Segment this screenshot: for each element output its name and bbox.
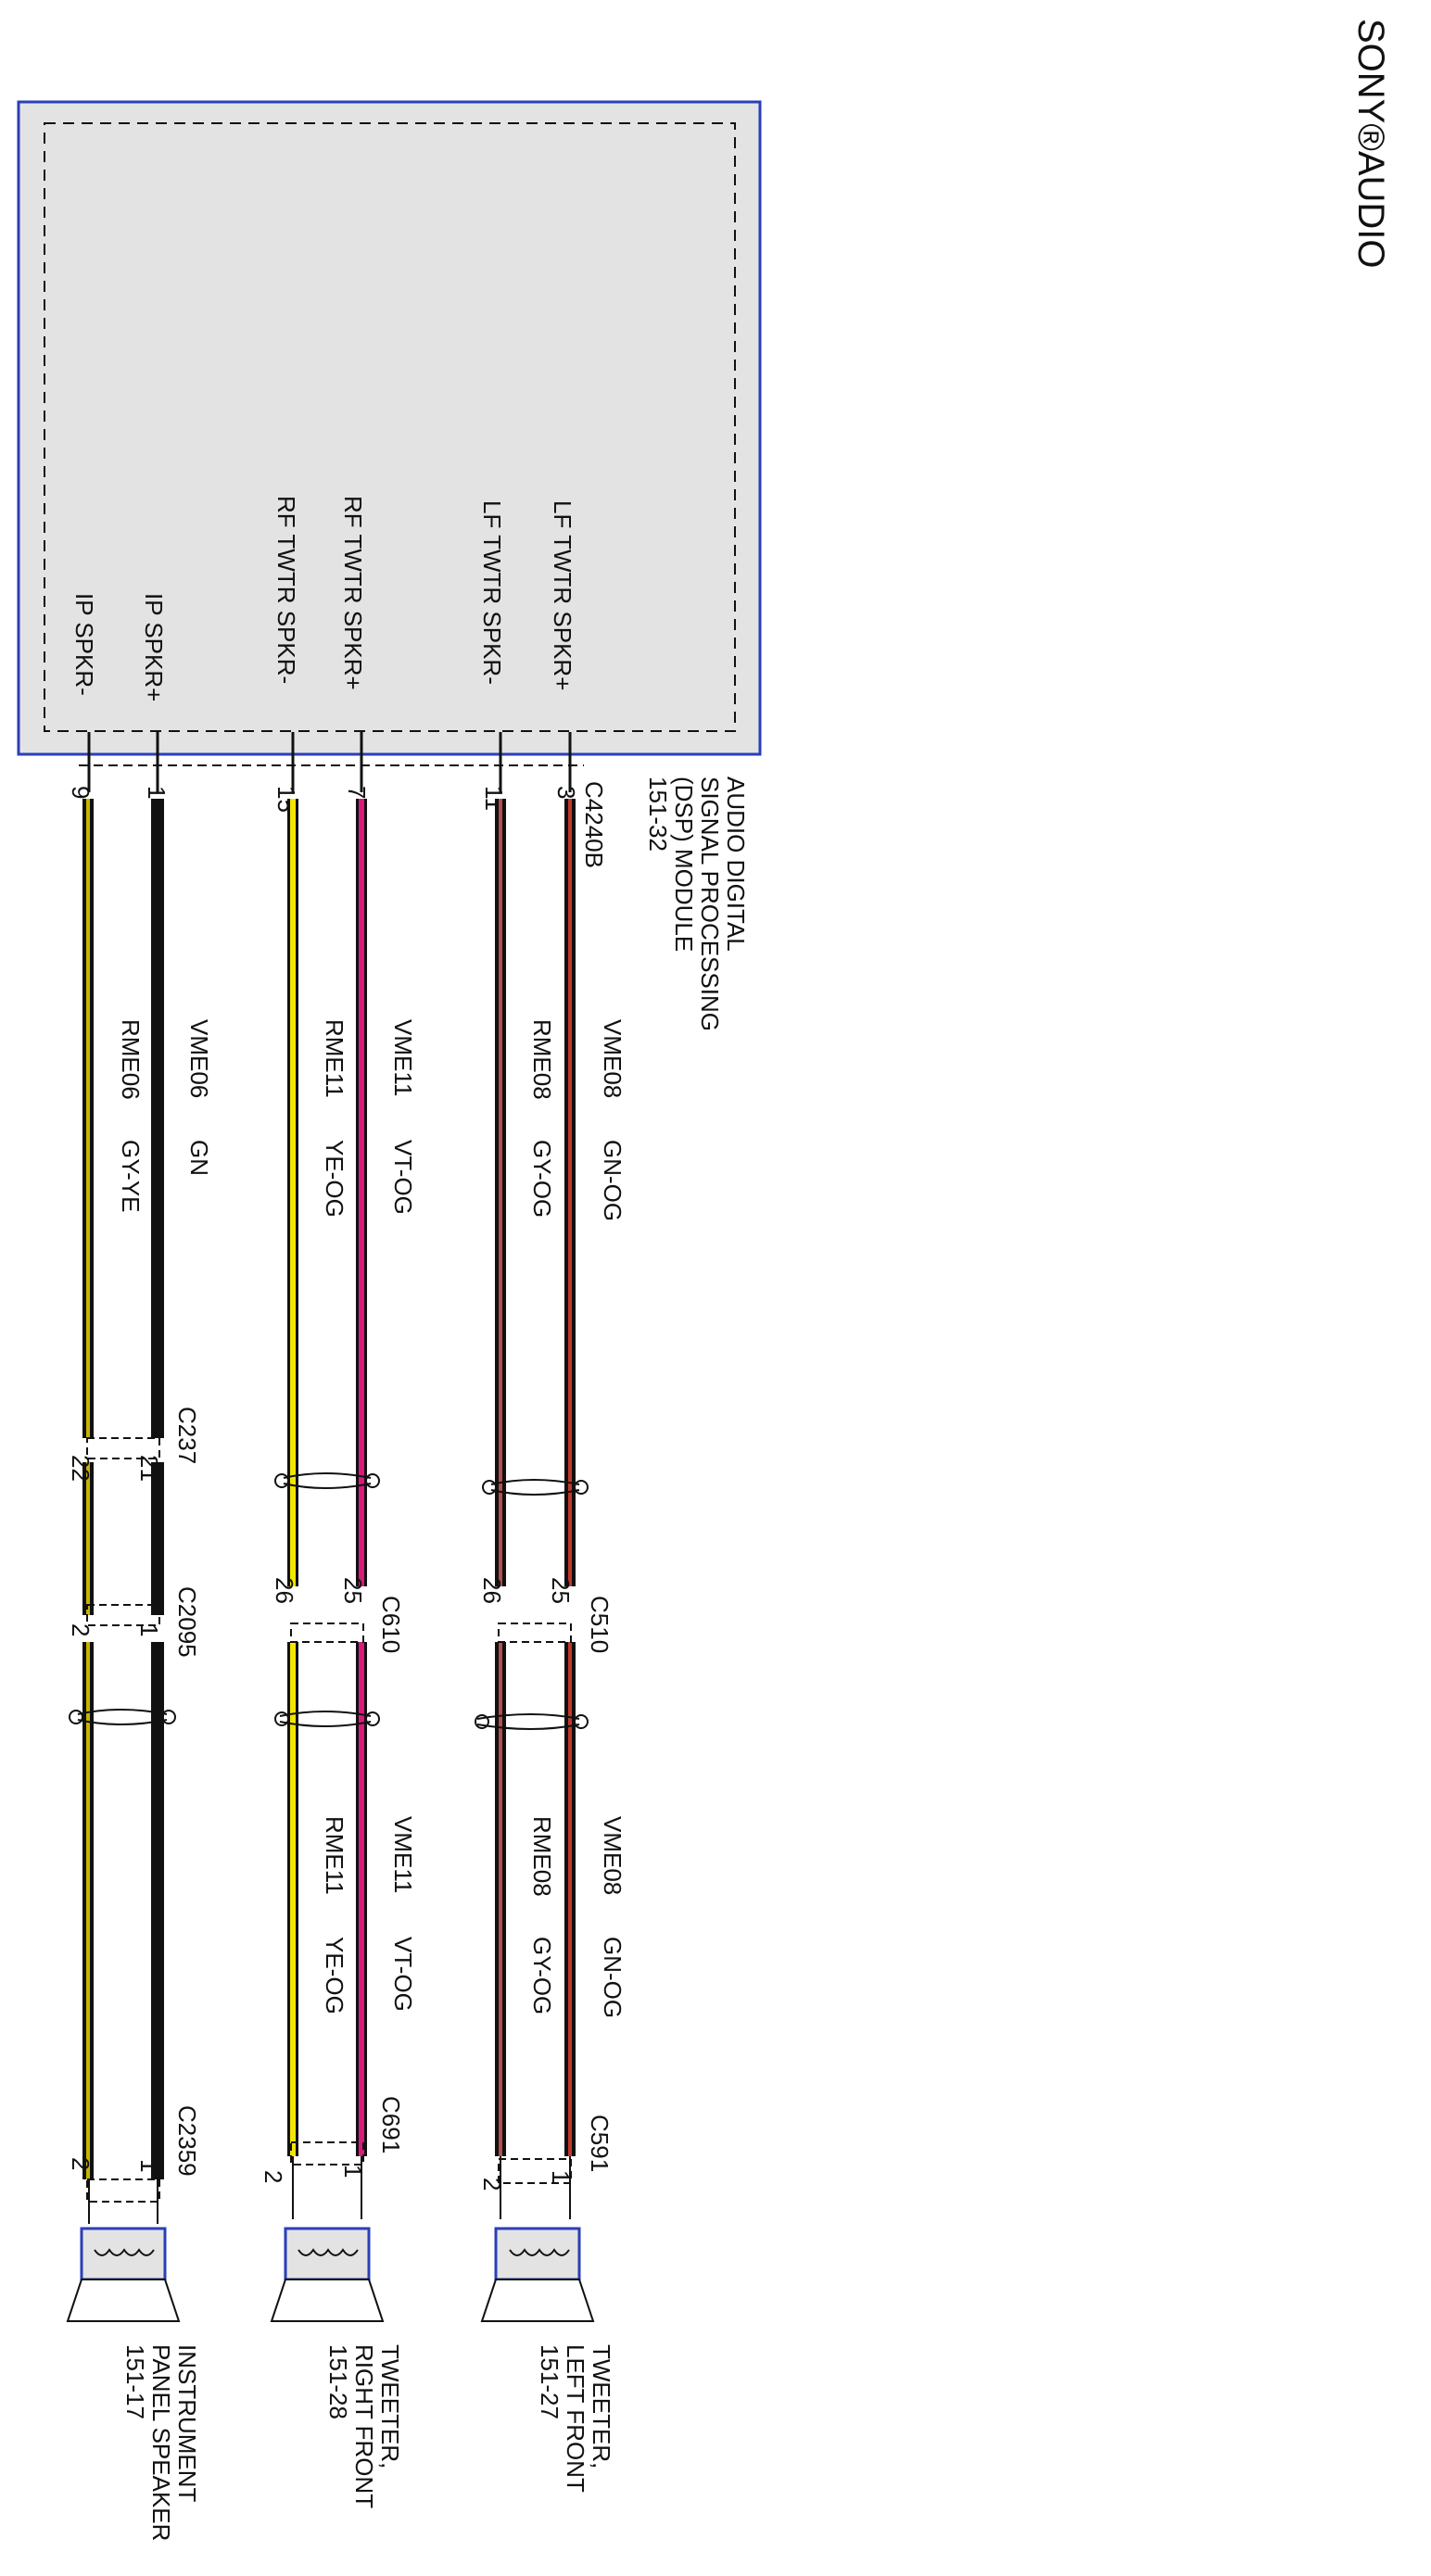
wire-lf-minus-seg2-circuit: RME08	[528, 1816, 556, 1897]
speaker-left-label-3: 151-27	[536, 2344, 564, 2419]
pin-c4240b-1: 1	[143, 786, 171, 799]
connector-c691-label: C691	[377, 2096, 405, 2153]
dsp-module-name: AUDIO DIGITAL SIGNAL PROCESSING (DSP) MO…	[644, 777, 750, 1031]
module-name-line-3: (DSP) MODULE	[670, 777, 698, 952]
lf-tweeter-circuit	[475, 732, 589, 2219]
speaker-right-label-3: 151-28	[324, 2344, 352, 2419]
wire-lf-plus-circuit: VME08	[599, 1019, 627, 1098]
pin-c2095-2: 2	[67, 1623, 95, 1636]
pin-c510-26: 26	[478, 1577, 506, 1604]
wire-ip-minus-circuit: RME06	[117, 1019, 145, 1100]
pin-c237-21: 21	[135, 1455, 163, 1482]
pin-c591-2: 2	[478, 2178, 506, 2191]
connector-c237-label: C237	[173, 1407, 201, 1464]
speaker-ip-label-2: PANEL SPEAKER	[147, 2344, 175, 2541]
ip-speaker-circuit	[69, 732, 176, 2224]
signal-ip-spkr-minus: IP SPKR-	[70, 593, 98, 696]
pin-c610-26: 26	[271, 1577, 298, 1604]
module-name-line-4: 151-32	[644, 777, 672, 852]
wire-lf-plus-seg2-circuit: VME08	[599, 1816, 627, 1895]
wire-lf-minus-color: GY-OG	[528, 1140, 556, 1218]
speaker-right-label-1: TWEETER,	[376, 2344, 404, 2469]
page-title: SONY®AUDIO	[1350, 19, 1391, 269]
connector-c2095-label: C2095	[173, 1586, 201, 1658]
speaker-icon	[66, 2227, 181, 2322]
speaker-icon	[270, 2227, 385, 2322]
wire-ip-plus-circuit: VME06	[185, 1019, 213, 1098]
wire-lf-plus-color: GN-OG	[599, 1140, 627, 1221]
speaker-left-label-2: LEFT FRONT	[562, 2344, 589, 2493]
wire-rf-minus-seg2-color: YE-OG	[321, 1937, 348, 2014]
connector-c4240b-label: C4240B	[580, 781, 608, 868]
wire-ip-plus-color: GN	[185, 1140, 213, 1176]
signal-rf-twtr-spkr-plus: RF TWTR SPKR+	[339, 496, 367, 690]
pin-c4240b-7: 7	[343, 786, 371, 799]
signal-rf-twtr-spkr-minus: RF TWTR SPKR-	[272, 496, 300, 684]
pin-c691-1: 1	[339, 2165, 367, 2178]
pin-c691-2: 2	[260, 2170, 287, 2183]
speaker-ip-label-3: 151-17	[121, 2344, 149, 2419]
connector-c591-label: C591	[586, 2115, 614, 2172]
pin-c4240b-3: 3	[552, 786, 580, 799]
wire-lf-plus-seg2-color: GN-OG	[599, 1937, 627, 2018]
connector-c510-label: C510	[586, 1596, 614, 1653]
wire-rf-plus-seg2-color: VT-OG	[389, 1937, 417, 2012]
signal-lf-twtr-spkr-plus: LF TWTR SPKR+	[549, 500, 576, 690]
speaker-icon	[480, 2227, 595, 2322]
wire-rf-minus-circuit: RME11	[321, 1019, 348, 1098]
module-name-line-2: SIGNAL PROCESSING	[696, 777, 724, 1031]
wire-rf-plus-color: VT-OG	[389, 1140, 417, 1215]
rf-tweeter-circuit	[274, 732, 380, 2219]
pin-c237-22: 22	[67, 1455, 95, 1482]
pin-c510-25: 25	[547, 1577, 575, 1604]
wire-lf-minus-seg2-color: GY-OG	[528, 1937, 556, 2014]
speaker-ip-label-1: INSTRUMENT	[173, 2344, 201, 2503]
wire-lf-minus-circuit: RME08	[528, 1019, 556, 1100]
connector-c610-label: C610	[377, 1596, 405, 1653]
wire-ip-minus-color: GY-YE	[117, 1140, 145, 1213]
signal-lf-twtr-spkr-minus: LF TWTR SPKR-	[478, 500, 506, 685]
signal-ip-spkr-plus: IP SPKR+	[140, 593, 168, 701]
wire-rf-plus-circuit: VME11	[389, 1019, 417, 1096]
pin-c2359-2: 2	[67, 2157, 95, 2170]
wire-rf-minus-color: YE-OG	[321, 1140, 348, 1218]
speaker-left-label-1: TWEETER,	[588, 2344, 615, 2469]
wire-rf-minus-seg2-circuit: RME11	[321, 1816, 348, 1895]
pin-c610-25: 25	[339, 1577, 367, 1604]
pin-c591-1: 1	[547, 2170, 575, 2183]
connector-c2359-label: C2359	[173, 2105, 201, 2177]
module-name-line-1: AUDIO DIGITAL	[722, 777, 750, 952]
dsp-module-box	[17, 100, 762, 756]
wire-rf-plus-seg2-circuit: VME11	[389, 1816, 417, 1893]
pin-c2359-1: 1	[135, 2159, 163, 2172]
speaker-right-label-2: RIGHT FRONT	[350, 2344, 378, 2508]
pin-c2095-1: 1	[135, 1623, 163, 1636]
